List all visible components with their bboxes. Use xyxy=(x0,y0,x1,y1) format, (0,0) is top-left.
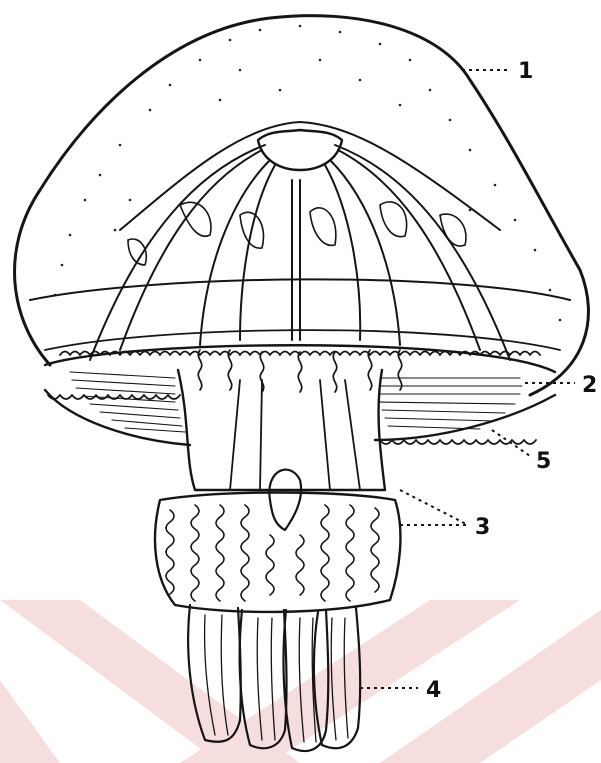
bell-margin-lower-right xyxy=(375,395,555,440)
label-4: 4 xyxy=(426,678,441,703)
manubrium-top xyxy=(258,130,342,170)
label-3: 3 xyxy=(475,515,490,540)
marginal-lappets xyxy=(48,352,540,445)
label-2: 2 xyxy=(582,373,597,398)
bell-outline xyxy=(15,16,589,395)
radial-canals xyxy=(90,145,510,360)
subumbrella-hatching xyxy=(70,372,522,432)
manubrium-stalk xyxy=(178,370,385,490)
label-1: 1 xyxy=(518,59,533,84)
oral-arms-frills xyxy=(166,505,379,601)
gonad-frills xyxy=(198,350,401,392)
gastric-pouches xyxy=(128,202,466,265)
bell-band-lower xyxy=(45,330,560,350)
label-5: 5 xyxy=(536,449,551,474)
bell-margin xyxy=(45,345,555,372)
central-bud xyxy=(269,470,301,530)
